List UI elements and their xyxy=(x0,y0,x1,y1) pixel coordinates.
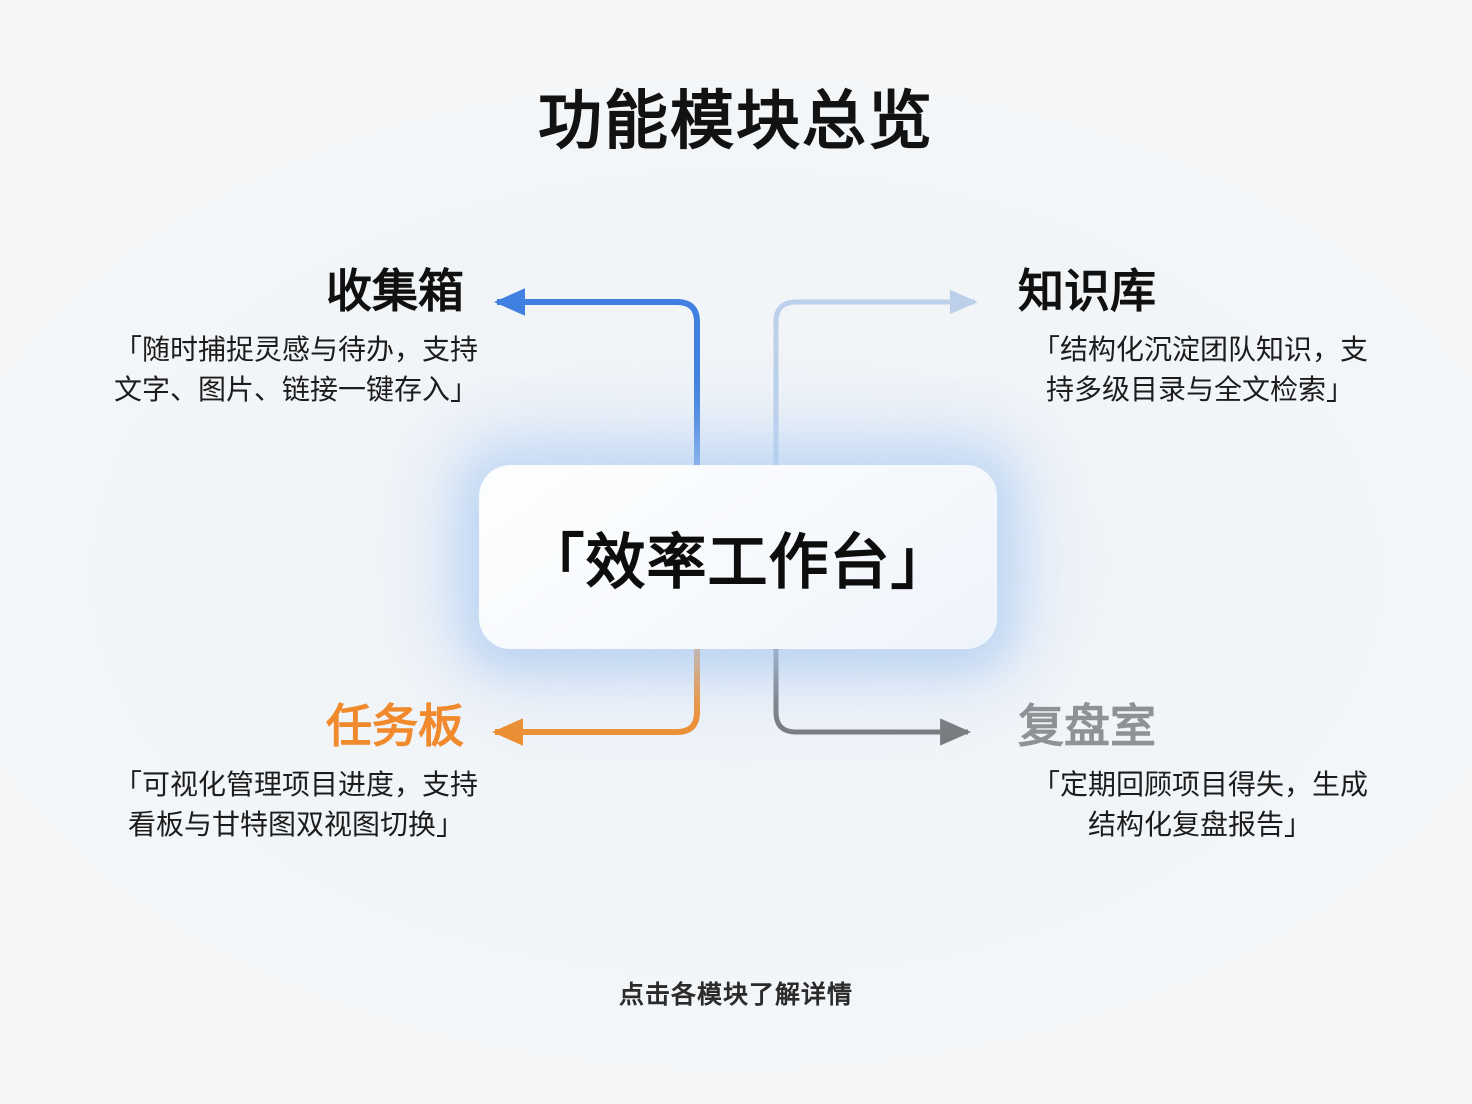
connector-knowledge xyxy=(773,289,978,470)
module-review-desc-line-2: 结构化复盘报告」 xyxy=(1087,809,1312,841)
module-knowledge[interactable]: 知识库 「结构化沉淀团队知识，支 持多级目录与全文检索」 xyxy=(1000,265,1400,411)
module-review-desc-line-1: 「定期回顾项目得失，生成 xyxy=(1031,768,1368,800)
module-review-description: 「定期回顾项目得失，生成 结构化复盘报告」 xyxy=(1000,765,1400,846)
module-tasks-desc-line-2: 看板与甘特图双视图切换」 xyxy=(127,809,464,841)
module-knowledge-desc-line-1: 「结构化沉淀团队知识，支 xyxy=(1031,333,1368,365)
footer-hint: 点击各模块了解详情 xyxy=(618,981,853,1009)
module-inbox-description: 「随时捕捉灵感与待办，支持 文字、图片、链接一键存入」 xyxy=(76,330,516,411)
module-inbox[interactable]: 收集箱 「随时捕捉灵感与待办，支持 文字、图片、链接一键存入」 xyxy=(76,265,516,411)
module-tasks[interactable]: 任务板 「可视化管理项目进度，支持 看板与甘特图双视图切换」 xyxy=(76,700,516,846)
module-tasks-title: 任务板 xyxy=(326,700,464,752)
module-inbox-desc-line-1: 「随时捕捉灵感与待办，支持 xyxy=(113,333,478,365)
module-tasks-description: 「可视化管理项目进度，支持 看板与甘特图双视图切换」 xyxy=(76,765,516,846)
center-hub-label: 「效率工作台」 xyxy=(524,528,952,596)
connector-inbox xyxy=(493,288,700,470)
module-knowledge-title: 知识库 xyxy=(1018,265,1156,317)
module-inbox-title: 收集箱 xyxy=(326,265,464,317)
module-knowledge-description: 「结构化沉淀团队知识，支 持多级目录与全文检索」 xyxy=(1000,330,1400,411)
module-review[interactable]: 复盘室 「定期回顾项目得失，生成 结构化复盘报告」 xyxy=(1000,700,1400,846)
module-knowledge-desc-line-2: 持多级目录与全文检索」 xyxy=(1045,374,1354,406)
module-tasks-desc-line-1: 「可视化管理项目进度，支持 xyxy=(113,768,478,800)
page-title: 功能模块总览 xyxy=(538,85,934,157)
connector-review xyxy=(773,644,972,746)
module-inbox-desc-line-2: 文字、图片、链接一键存入」 xyxy=(113,374,478,406)
module-review-title: 复盘室 xyxy=(1018,700,1156,752)
center-hub-card[interactable]: 「效率工作台」 xyxy=(480,466,996,648)
connector-tasks xyxy=(491,644,700,746)
